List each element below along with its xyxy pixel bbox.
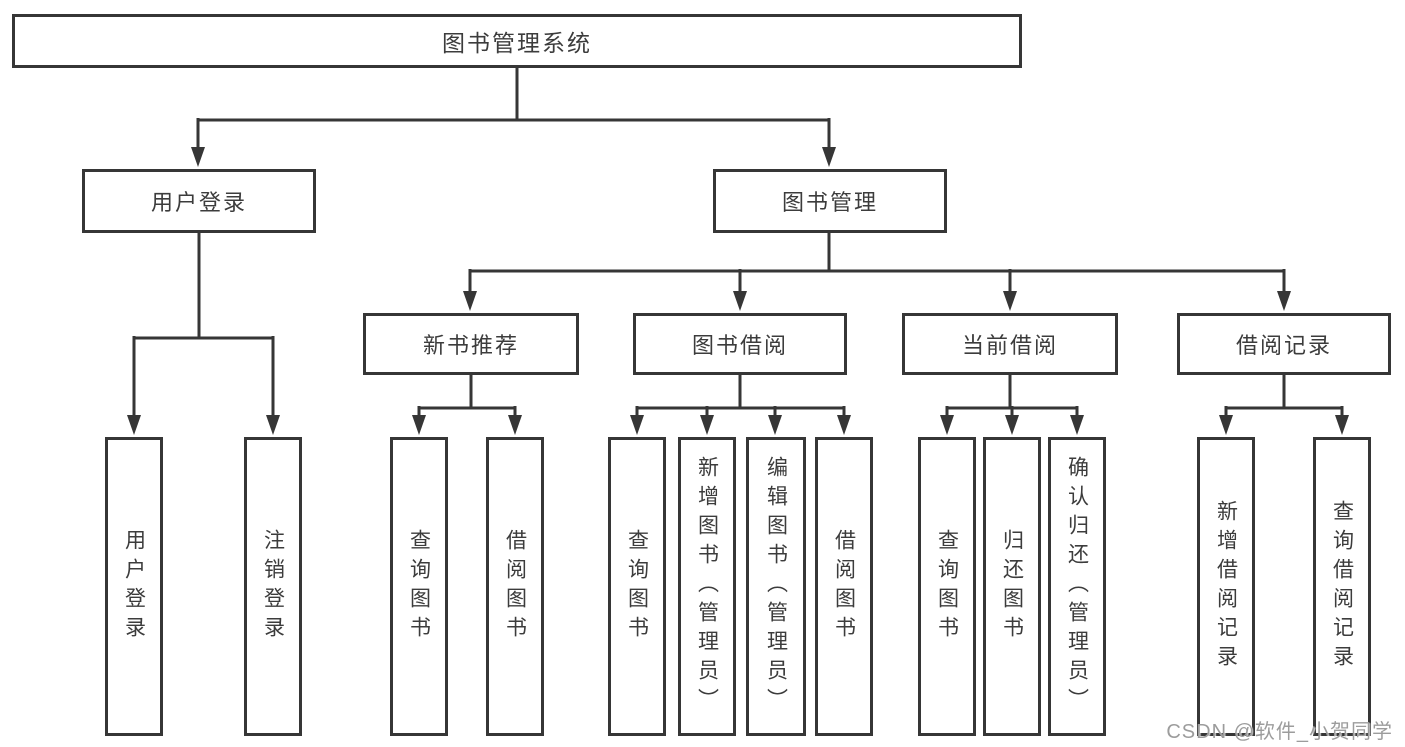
arrow-down-icon	[127, 415, 141, 435]
arrow-down-icon	[940, 415, 954, 435]
root-node: 图书管理系统	[12, 14, 1022, 68]
leaf-logout: 注销登录	[244, 437, 302, 736]
node-new-book-recommend-label: 新书推荐	[422, 333, 519, 358]
leaf-edit-book-admin: 编辑图书（管理员）	[746, 437, 806, 736]
leaf-borrow-books: 借阅图书	[815, 437, 873, 736]
arrow-down-icon	[1005, 415, 1019, 435]
arrow-down-icon	[733, 291, 747, 311]
node-book-management: 图书管理	[713, 169, 947, 233]
arrow-down-icon	[1335, 415, 1349, 435]
arrow-down-icon	[1277, 291, 1291, 311]
leaf-query-books-borrow: 查询图书	[608, 437, 666, 736]
arrow-down-icon	[837, 415, 851, 435]
arrow-down-icon	[768, 415, 782, 435]
arrow-down-icon	[1003, 291, 1017, 311]
node-user-login: 用户登录	[82, 169, 316, 233]
arrow-down-icon	[191, 147, 205, 167]
node-current-borrow-label: 当前借阅	[961, 333, 1058, 358]
leaf-query-books-recommend: 查询图书	[390, 437, 448, 736]
arrow-down-icon	[508, 415, 522, 435]
node-book-management-label: 图书管理	[781, 190, 878, 215]
leaf-return-book: 归还图书	[983, 437, 1041, 736]
node-new-book-recommend: 新书推荐	[363, 313, 579, 375]
node-book-borrow: 图书借阅	[633, 313, 847, 375]
leaf-add-book-admin: 新增图书（管理员）	[678, 437, 736, 736]
root-node-label: 图书管理系统	[442, 30, 592, 56]
node-current-borrow: 当前借阅	[902, 313, 1118, 375]
leaf-borrow-books-recommend: 借阅图书	[486, 437, 544, 736]
node-user-login-label: 用户登录	[150, 190, 247, 215]
leaf-user-login: 用户登录	[105, 437, 163, 736]
leaf-confirm-return-admin: 确认归还（管理员）	[1048, 437, 1106, 736]
arrow-down-icon	[822, 147, 836, 167]
leaf-query-books-current: 查询图书	[918, 437, 976, 736]
node-book-borrow-label: 图书借阅	[691, 333, 788, 358]
leaf-query-borrow-record: 查询借阅记录	[1313, 437, 1371, 736]
arrow-down-icon	[700, 415, 714, 435]
arrow-down-icon	[412, 415, 426, 435]
leaf-add-borrow-record: 新增借阅记录	[1197, 437, 1255, 736]
arrow-down-icon	[1219, 415, 1233, 435]
arrow-down-icon	[266, 415, 280, 435]
arrow-down-icon	[463, 291, 477, 311]
node-borrow-records-label: 借阅记录	[1235, 333, 1332, 358]
arrow-down-icon	[630, 415, 644, 435]
node-borrow-records: 借阅记录	[1177, 313, 1391, 375]
watermark: CSDN @软件_小贺同学	[1166, 721, 1393, 743]
arrow-down-icon	[1070, 415, 1084, 435]
